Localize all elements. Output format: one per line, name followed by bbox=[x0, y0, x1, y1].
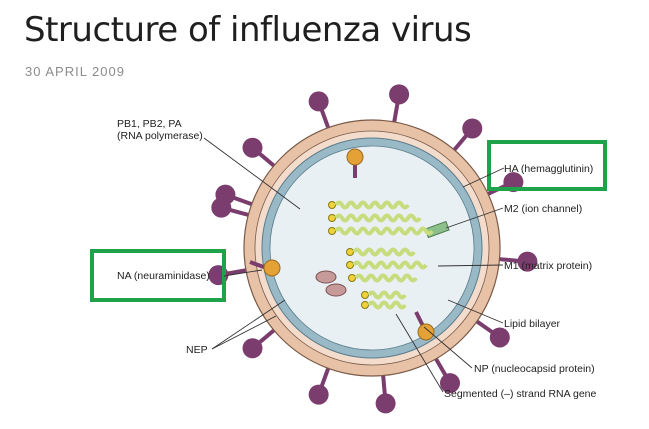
spike-head bbox=[211, 197, 232, 218]
label-ha: HA (hemagglutinin) bbox=[504, 163, 593, 175]
label-m2: M2 (ion channel) bbox=[504, 203, 582, 215]
na-spike-bottom bbox=[414, 311, 435, 341]
rna-segments bbox=[328, 200, 434, 310]
spike-head bbox=[375, 393, 396, 414]
rna-coil bbox=[352, 260, 428, 270]
post-date: 30 APRIL 2009 bbox=[25, 64, 125, 79]
spike-head bbox=[242, 137, 263, 158]
label-polymerase: PB1, PB2, PA bbox=[117, 118, 182, 130]
highlight-box-na bbox=[90, 249, 226, 302]
na-spike-top bbox=[346, 148, 364, 178]
spike-head bbox=[462, 118, 483, 139]
nep-oval bbox=[325, 283, 347, 297]
spike-head bbox=[489, 327, 510, 348]
rna-coil bbox=[367, 290, 407, 300]
rna-coil bbox=[352, 247, 416, 257]
spike-head bbox=[440, 373, 460, 394]
polymerase-dot bbox=[348, 274, 356, 282]
nep-oval bbox=[315, 270, 337, 284]
spike-head bbox=[308, 91, 329, 112]
label-polymerase-sub: (RNA polymerase) bbox=[117, 130, 203, 142]
virus-core bbox=[269, 145, 475, 351]
rna-coil bbox=[367, 300, 407, 310]
leader-lines bbox=[203, 137, 505, 393]
polymerase-dot bbox=[361, 301, 369, 309]
na-spike-left bbox=[249, 259, 281, 277]
label-m1: M1 (matrix protein) bbox=[504, 260, 592, 272]
rna-coil bbox=[334, 213, 422, 223]
polymerase-dot bbox=[346, 248, 354, 256]
polymerase-dot bbox=[361, 291, 369, 299]
label-nep: NEP bbox=[186, 344, 208, 356]
label-rna: Segmented (–) strand RNA gene bbox=[444, 388, 596, 400]
spike-head bbox=[308, 384, 329, 405]
highlight-box-ha bbox=[487, 140, 607, 191]
polymerase-dot bbox=[328, 214, 336, 222]
page-title: Structure of influenza virus bbox=[24, 10, 472, 50]
spike-head bbox=[389, 84, 410, 105]
polymerase-dot bbox=[346, 261, 354, 269]
polymerase-dot bbox=[328, 201, 336, 209]
spike-head bbox=[517, 251, 538, 272]
rna-coil bbox=[354, 273, 418, 283]
polymerase-dot bbox=[328, 227, 336, 235]
label-lipid: Lipid bilayer bbox=[504, 318, 561, 330]
rna-coil bbox=[334, 226, 434, 236]
label-np: NP (nucleocapsid protein) bbox=[474, 363, 595, 375]
label-na: NA (neuraminidase) bbox=[117, 270, 210, 282]
rna-coil bbox=[334, 200, 410, 210]
spike-head bbox=[242, 338, 263, 359]
